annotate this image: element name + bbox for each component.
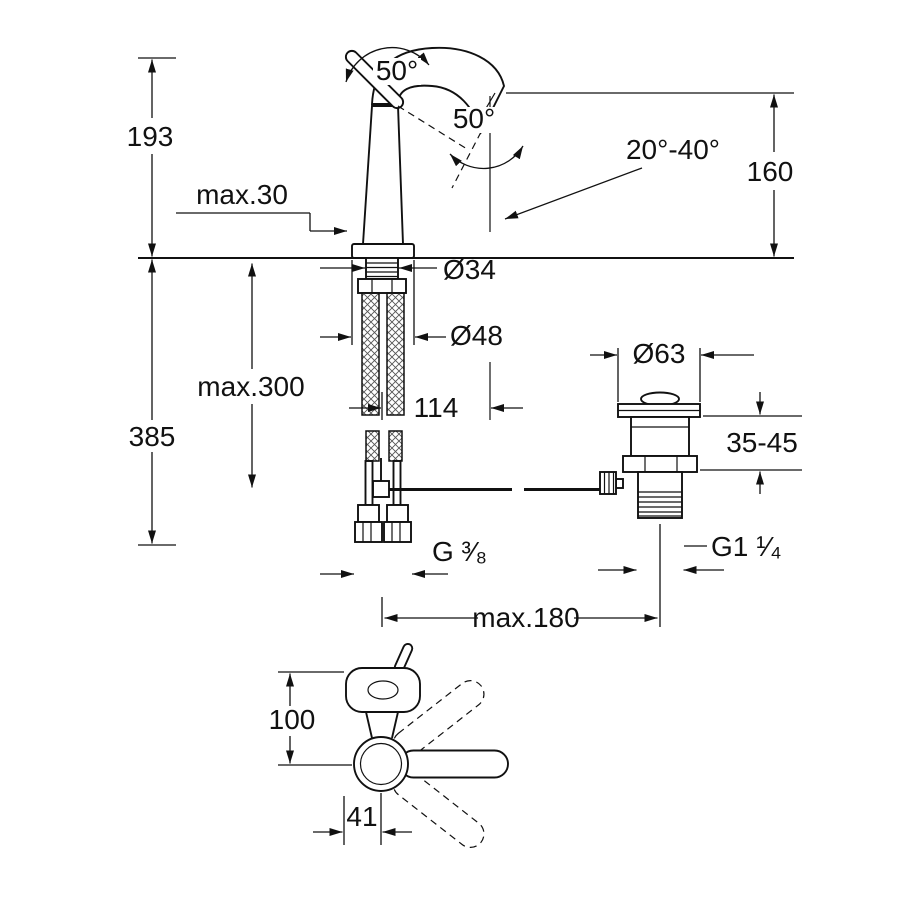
- label-topview-depth: 100: [269, 704, 316, 735]
- hose-stub-right: [388, 430, 403, 462]
- lever-axis-dashed: [397, 105, 468, 150]
- dim-waste-clamp-range: 35-45: [700, 392, 802, 494]
- label-topview-offset: 41: [346, 801, 377, 832]
- handle-swing-upper: [392, 680, 485, 759]
- topview-escutcheon-inner: [359, 742, 403, 786]
- dim-topview-depth: 100: [269, 671, 352, 766]
- label-clamp-range: 35-45: [726, 427, 798, 458]
- label-deck-thickness: max.30: [196, 179, 288, 210]
- mounting-shank: [365, 257, 399, 280]
- topview-neck-right: [391, 711, 399, 739]
- label-below-deck-height: 385: [129, 421, 176, 452]
- label-stream-angle: 20°-40°: [626, 134, 720, 165]
- supply-hose-left: [361, 292, 380, 416]
- label-spout-projection: 114: [414, 392, 459, 423]
- supply-hose-right: [386, 292, 405, 416]
- waste-body: [630, 416, 690, 457]
- label-bg: [373, 58, 421, 85]
- topview-aerator: [367, 680, 399, 700]
- hose-stub-left: [365, 430, 380, 462]
- label-base-dia: Ø48: [450, 320, 503, 351]
- topview-handle: [399, 749, 509, 779]
- waste-collar-nut: [622, 455, 698, 473]
- label-hose-thread: G ³⁄₈: [432, 536, 487, 567]
- faucet-body: [361, 105, 404, 245]
- hose-collar-right: [386, 504, 409, 523]
- mounting-nut: [357, 278, 407, 294]
- topview-neck-left: [365, 711, 373, 739]
- label-spout-height: 160: [747, 156, 794, 187]
- dim-total-height: 193: [127, 57, 176, 257]
- dim-spout-projection: 114: [349, 392, 523, 423]
- dim-mounting-hole: Ø34: [320, 254, 496, 285]
- faucet-top-view: [345, 642, 509, 848]
- hose-nut-left: [354, 521, 383, 543]
- dim-deck-thickness: max.30: [176, 179, 347, 235]
- dim-spout-height: 160: [506, 92, 794, 257]
- label-bg: [452, 107, 497, 133]
- dim-waste-thread: G1 ¹⁄₄: [598, 531, 782, 574]
- topview-escutcheon: [353, 736, 409, 792]
- dim-waste-flange: Ø63: [590, 338, 754, 402]
- dim-hose-length: max.300: [197, 263, 305, 488]
- label-center-distance: max.180: [472, 602, 579, 633]
- spout-swing-arc: [449, 145, 524, 170]
- label-hose-length: max.300: [197, 371, 304, 402]
- waste-tailpipe: [637, 471, 683, 519]
- waste-assembly: [599, 391, 701, 519]
- outlet-direction-dashed: [451, 131, 482, 189]
- topview-spout-head: [345, 667, 421, 713]
- lever-swing-arc: [345, 46, 430, 83]
- hose-tube-left: [364, 460, 374, 506]
- dim-base-dia: Ø48: [320, 260, 503, 351]
- label-total-height: 193: [127, 121, 174, 152]
- rod-connector: [372, 480, 390, 498]
- knob-link: [615, 478, 624, 489]
- dim-topview-offset: 41: [313, 793, 412, 845]
- dim-center-distance: max.180: [381, 524, 661, 633]
- dim-below-deck-height: 385: [129, 259, 176, 546]
- label-mounting-hole: Ø34: [443, 254, 496, 285]
- hose-collar-left: [357, 504, 380, 523]
- under-counter-assembly: [354, 257, 600, 543]
- label-waste-flange: Ø63: [633, 338, 686, 369]
- label-lever-angle: 50°: [376, 55, 418, 86]
- dim-hose-thread: G ³⁄₈: [320, 536, 487, 578]
- stream-angle-leader: [504, 167, 643, 220]
- faucet-base: [351, 243, 415, 259]
- label-waste-thread: G1 ¹⁄₄: [711, 531, 782, 562]
- handle-swing-lower: [392, 769, 485, 848]
- label-spout-angle: 50°: [453, 103, 495, 134]
- hose-nut-right: [383, 521, 412, 543]
- hose-tube-right: [392, 460, 402, 506]
- faucet-side-view: 50° 50° 20°-40°: [344, 46, 720, 420]
